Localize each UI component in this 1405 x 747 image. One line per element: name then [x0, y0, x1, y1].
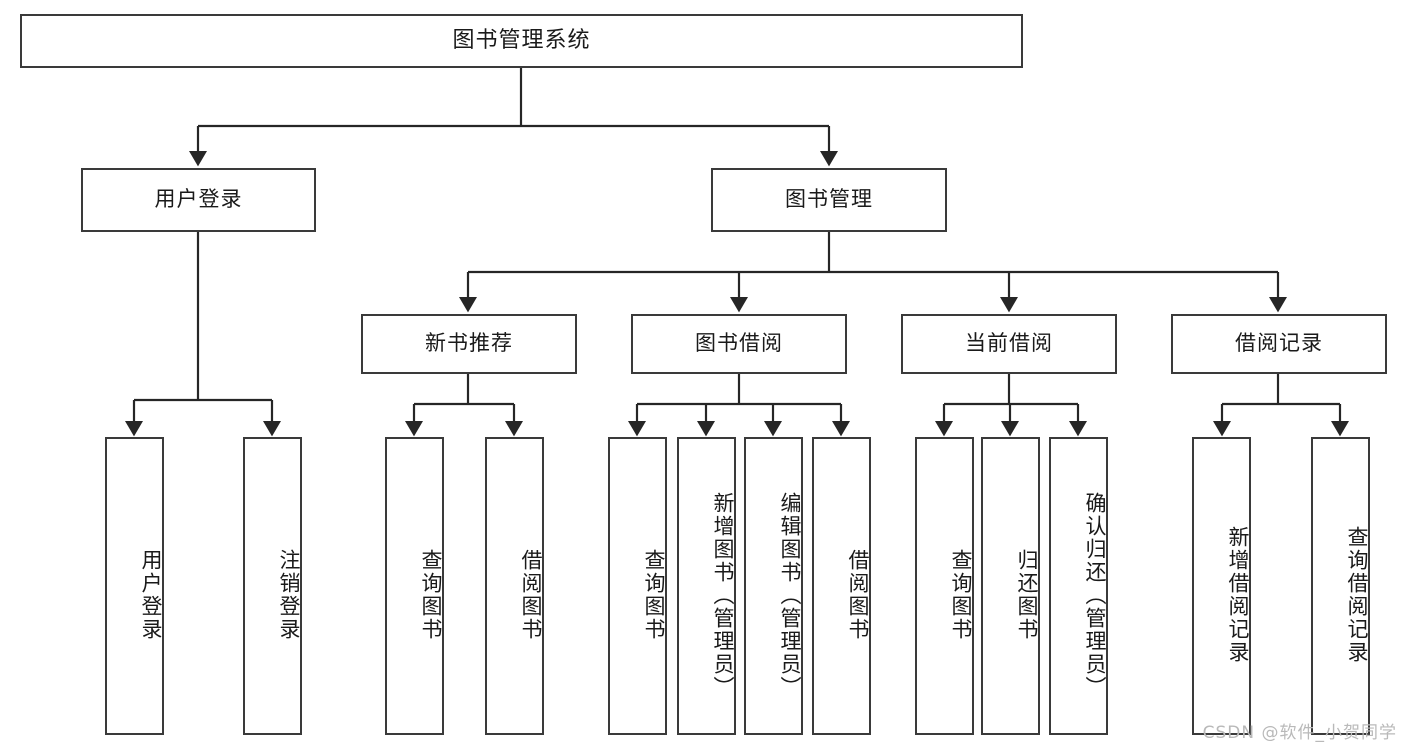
- node-book-borrow[interactable]: 图书借阅: [631, 314, 847, 374]
- node-leaf-query-record[interactable]: 查询借阅记录: [1311, 437, 1370, 735]
- node-book-management[interactable]: 图书管理: [711, 168, 947, 232]
- node-leaf-query-book-2[interactable]: 查询图书: [608, 437, 667, 735]
- node-leaf-edit-book[interactable]: 编辑图书（管理员）: [744, 437, 803, 735]
- node-leaf-borrow-book-2[interactable]: 借阅图书: [812, 437, 871, 735]
- node-root-book-management-system[interactable]: 图书管理系统: [20, 14, 1023, 68]
- node-leaf-return-book[interactable]: 归还图书: [981, 437, 1040, 735]
- node-leaf-user-login-label: 用户登录: [139, 549, 163, 641]
- csdn-watermark: CSDN @软件_小贺同学: [1202, 723, 1397, 743]
- node-leaf-add-record-label: 新增借阅记录: [1226, 526, 1250, 664]
- node-leaf-query-record-label: 查询借阅记录: [1345, 526, 1369, 664]
- node-leaf-confirm-return[interactable]: 确认归还（管理员）: [1049, 437, 1108, 735]
- node-new-book-recommend[interactable]: 新书推荐: [361, 314, 577, 374]
- node-leaf-add-book-label: 新增图书（管理员）: [711, 491, 735, 699]
- node-leaf-user-logout-label: 注销登录: [277, 549, 301, 641]
- node-leaf-add-record[interactable]: 新增借阅记录: [1192, 437, 1251, 735]
- node-leaf-borrow-book-1[interactable]: 借阅图书: [485, 437, 544, 735]
- node-leaf-confirm-return-label: 确认归还（管理员）: [1083, 491, 1107, 699]
- node-leaf-user-login[interactable]: 用户登录: [105, 437, 164, 735]
- node-leaf-edit-book-label: 编辑图书（管理员）: [778, 491, 802, 699]
- node-leaf-add-book[interactable]: 新增图书（管理员）: [677, 437, 736, 735]
- node-leaf-query-book-1-label: 查询图书: [419, 549, 443, 641]
- node-leaf-query-book-3-label: 查询图书: [949, 549, 973, 641]
- node-leaf-return-book-label: 归还图书: [1015, 549, 1039, 641]
- node-leaf-borrow-book-2-label: 借阅图书: [846, 549, 870, 641]
- node-leaf-user-logout[interactable]: 注销登录: [243, 437, 302, 735]
- node-user-login[interactable]: 用户登录: [81, 168, 316, 232]
- node-leaf-borrow-book-1-label: 借阅图书: [519, 549, 543, 641]
- node-leaf-query-book-3[interactable]: 查询图书: [915, 437, 974, 735]
- node-leaf-query-book-1[interactable]: 查询图书: [385, 437, 444, 735]
- node-current-borrow[interactable]: 当前借阅: [901, 314, 1117, 374]
- node-borrow-record[interactable]: 借阅记录: [1171, 314, 1387, 374]
- node-leaf-query-book-2-label: 查询图书: [642, 549, 666, 641]
